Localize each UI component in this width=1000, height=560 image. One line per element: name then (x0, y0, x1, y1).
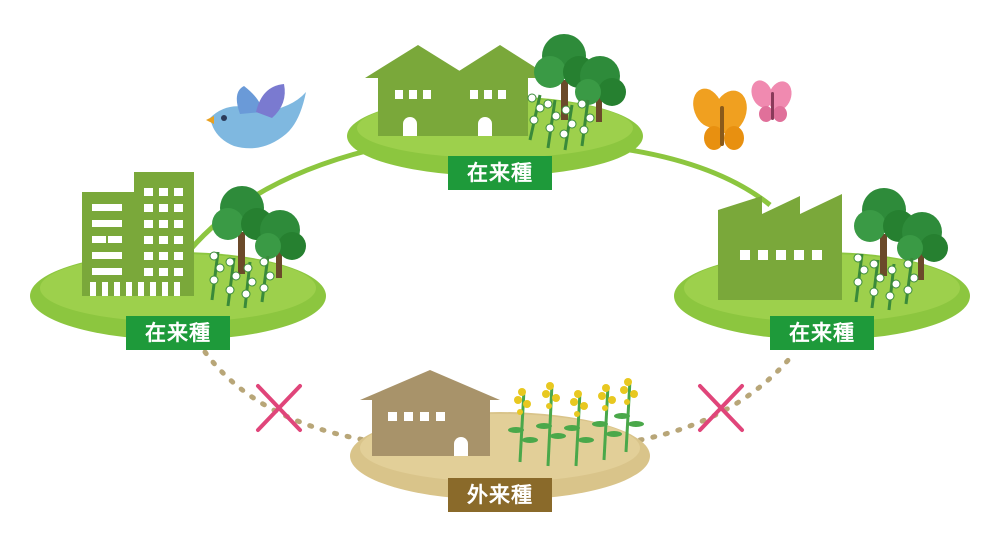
house-icon (360, 370, 500, 456)
goldenrod-plant-icon (508, 378, 644, 467)
habitat-right (674, 188, 970, 340)
office-building-icon (82, 172, 194, 296)
alien-species-label-bottom: 外来種 (448, 478, 552, 512)
tree-icon (854, 188, 948, 280)
corridor-left-top (188, 147, 371, 252)
habitat-top (347, 34, 643, 176)
corridor-top-right (629, 147, 772, 207)
habitat-bottom (350, 370, 650, 500)
native-species-label-left: 在来種 (126, 316, 230, 350)
dotted-path-right (637, 349, 798, 443)
blocked-x-mark-left (256, 384, 302, 432)
butterfly-pink-icon (751, 80, 792, 122)
tree-icon (534, 34, 626, 122)
house-icon (365, 45, 552, 136)
habitat-left (30, 172, 326, 340)
bird-icon (206, 84, 306, 149)
tree-icon (212, 186, 306, 278)
dotted-path-left (202, 349, 368, 443)
factory-icon (718, 194, 842, 300)
flower-icon (527, 93, 595, 151)
flower-icon (209, 251, 275, 309)
native-species-label-right: 在来種 (770, 316, 874, 350)
green-corridors (188, 147, 772, 252)
blocked-paths (202, 349, 798, 443)
blocked-x-mark-right (698, 384, 744, 432)
native-species-label-top: 在来種 (448, 156, 552, 190)
flower-icon (853, 253, 919, 311)
butterfly-orange-icon (693, 88, 747, 150)
